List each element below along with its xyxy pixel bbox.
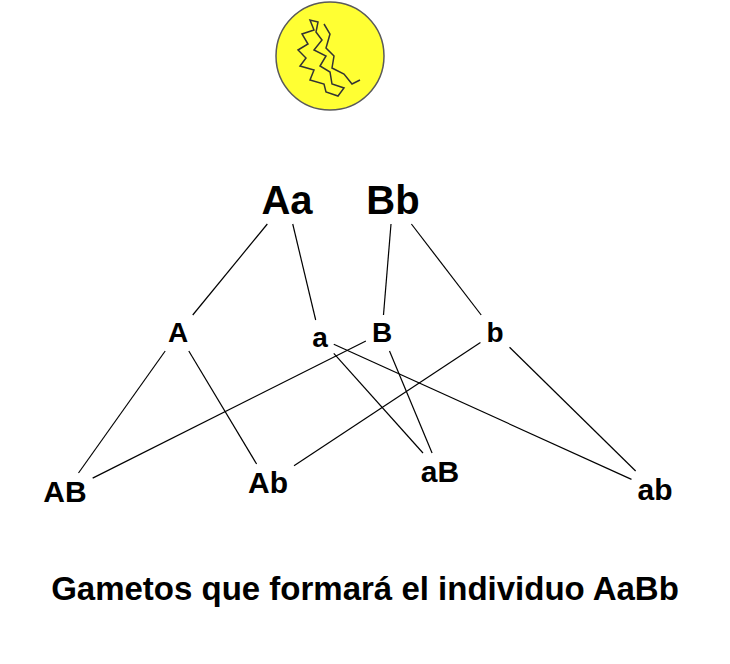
branch-line — [79, 351, 166, 473]
allele-node: b — [482, 317, 507, 349]
branch-line — [293, 224, 316, 320]
branch-line — [294, 343, 480, 466]
cell-circle — [276, 2, 384, 110]
allele-label: AB — [43, 477, 86, 507]
branch-line — [390, 351, 433, 453]
allele-node: ab — [633, 473, 676, 507]
allele-label: B — [372, 319, 392, 347]
branch-line — [189, 351, 257, 464]
allele-node: Aa — [257, 178, 316, 222]
allele-node: B — [368, 317, 396, 349]
allele-label: Bb — [366, 180, 419, 220]
allele-node: Bb — [362, 178, 423, 222]
branch-line — [334, 353, 423, 453]
allele-label: a — [312, 324, 328, 352]
branch-line — [193, 224, 268, 315]
allele-label: Aa — [261, 180, 312, 220]
branch-line — [334, 344, 632, 479]
chromosome-squiggle — [298, 20, 344, 96]
allele-node: Ab — [244, 466, 292, 500]
allele-label: A — [168, 319, 188, 347]
allele-label: ab — [637, 475, 672, 505]
branch-line — [93, 341, 366, 478]
allele-node: A — [164, 317, 192, 349]
allele-label: Ab — [248, 468, 288, 498]
branch-line — [510, 347, 636, 471]
chromosome-squiggle — [324, 24, 360, 84]
allele-label: b — [486, 319, 503, 347]
allele-node: a — [308, 322, 332, 354]
caption: Gametos que formará el individuo AaBb — [5, 568, 725, 611]
branch-line — [383, 224, 391, 315]
allele-node: aB — [417, 455, 463, 489]
allele-node: AB — [39, 475, 90, 509]
allele-label: aB — [421, 457, 459, 487]
branch-line — [411, 224, 481, 315]
